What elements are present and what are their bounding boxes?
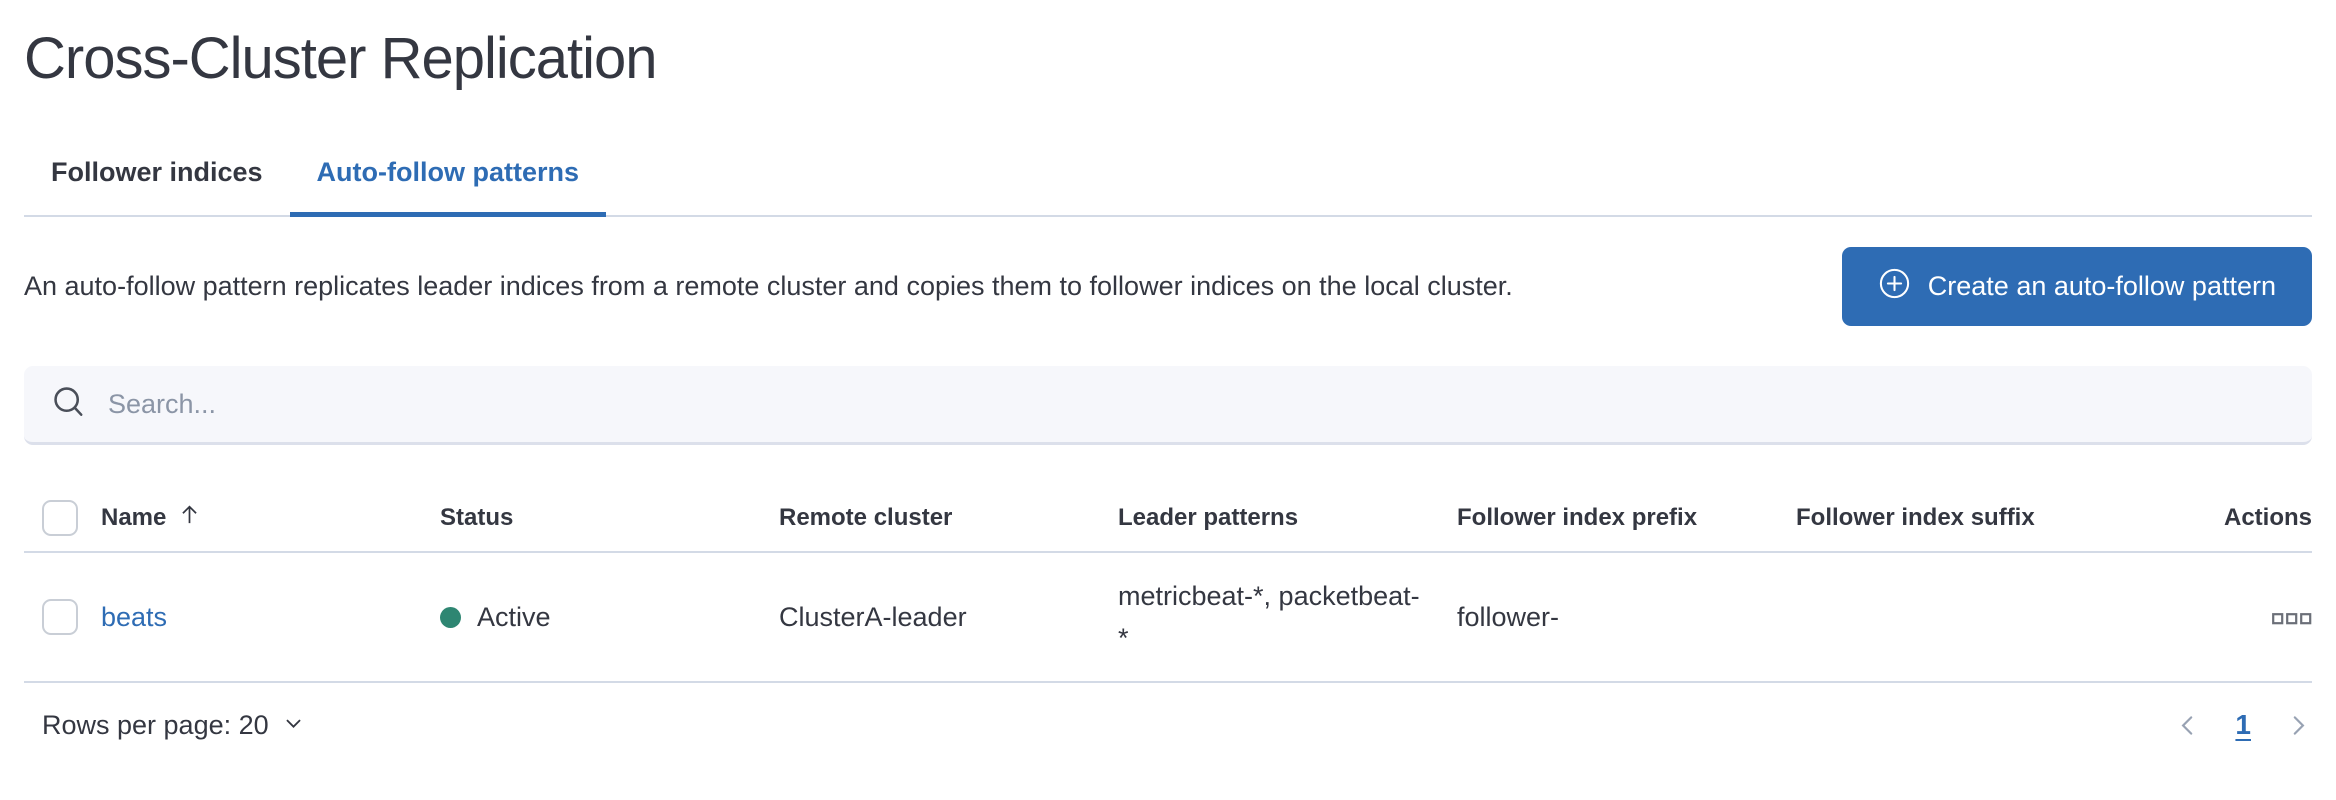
auto-follow-patterns-table: Name Status Remote cluster Leader patter…: [24, 485, 2312, 683]
search-input[interactable]: [108, 366, 2286, 442]
column-header-remote-cluster: Remote cluster: [779, 504, 953, 531]
page-title: Cross-Cluster Replication: [24, 26, 658, 91]
status-cell: Active: [440, 602, 779, 633]
follower-index-prefix-cell: follower-: [1457, 601, 1560, 632]
intro-section: An auto-follow pattern replicates leader…: [24, 247, 2312, 326]
boxes-horizontal-icon: [2272, 612, 2312, 629]
search-icon: [50, 383, 87, 425]
row-actions-button[interactable]: [2272, 612, 2312, 626]
pager: 1: [2174, 709, 2312, 741]
row-checkbox-cell: [24, 599, 101, 635]
create-auto-follow-pattern-button[interactable]: Create an auto-follow pattern: [1841, 247, 2312, 326]
chevron-down-icon: [283, 710, 304, 741]
leader-patterns-cell: metricbeat-*, packetbeat-*: [1118, 581, 1420, 653]
sort-ascending-arrow-icon: [177, 502, 202, 534]
column-header-name[interactable]: Name: [101, 502, 440, 534]
create-button-label: Create an auto-follow pattern: [1927, 271, 2276, 301]
status-active-dot-icon: [440, 606, 461, 628]
actions-cell: [2135, 602, 2312, 633]
rows-per-page-label: Rows per page: 20: [42, 709, 269, 740]
pattern-name-link[interactable]: beats: [101, 601, 168, 632]
column-header-follower-index-suffix: Follower index suffix: [1796, 504, 2035, 531]
column-header-actions: Actions: [2223, 504, 2312, 531]
name-cell: beats: [101, 602, 440, 633]
column-header-name-label: Name: [101, 504, 167, 531]
next-page-button[interactable]: [2285, 712, 2312, 739]
plus-in-circle-icon: [1878, 267, 1911, 307]
column-header-leader-patterns: Leader patterns: [1118, 504, 1299, 531]
select-all-checkbox[interactable]: [42, 500, 78, 536]
header-checkbox-cell: [24, 500, 101, 536]
tab-follower-indices[interactable]: Follower indices: [51, 157, 263, 187]
tab-bar: Follower indices Auto-follow patterns: [24, 156, 2312, 217]
page-description: An auto-follow pattern replicates leader…: [24, 271, 1513, 301]
table-header-row: Name Status Remote cluster Leader patter…: [24, 485, 2312, 553]
column-header-follower-index-prefix: Follower index prefix: [1457, 504, 1698, 531]
status-label: Active: [477, 601, 551, 632]
row-checkbox[interactable]: [42, 599, 78, 635]
remote-cluster-cell: ClusterA-leader: [779, 601, 967, 632]
tab-auto-follow-patterns[interactable]: Auto-follow patterns: [289, 156, 607, 217]
column-header-status: Status: [440, 504, 514, 531]
table-row: beats Active ClusterA-leader metricbeat-…: [24, 553, 2312, 683]
page-number-1[interactable]: 1: [2235, 709, 2251, 740]
rows-per-page-selector[interactable]: Rows per page: 20: [42, 710, 304, 741]
previous-page-button[interactable]: [2174, 712, 2201, 739]
chevron-left-icon: [2174, 715, 2201, 743]
search-bar: [24, 366, 2312, 445]
table-pagination: Rows per page: 20 1: [24, 683, 2312, 741]
chevron-right-icon: [2285, 715, 2312, 743]
